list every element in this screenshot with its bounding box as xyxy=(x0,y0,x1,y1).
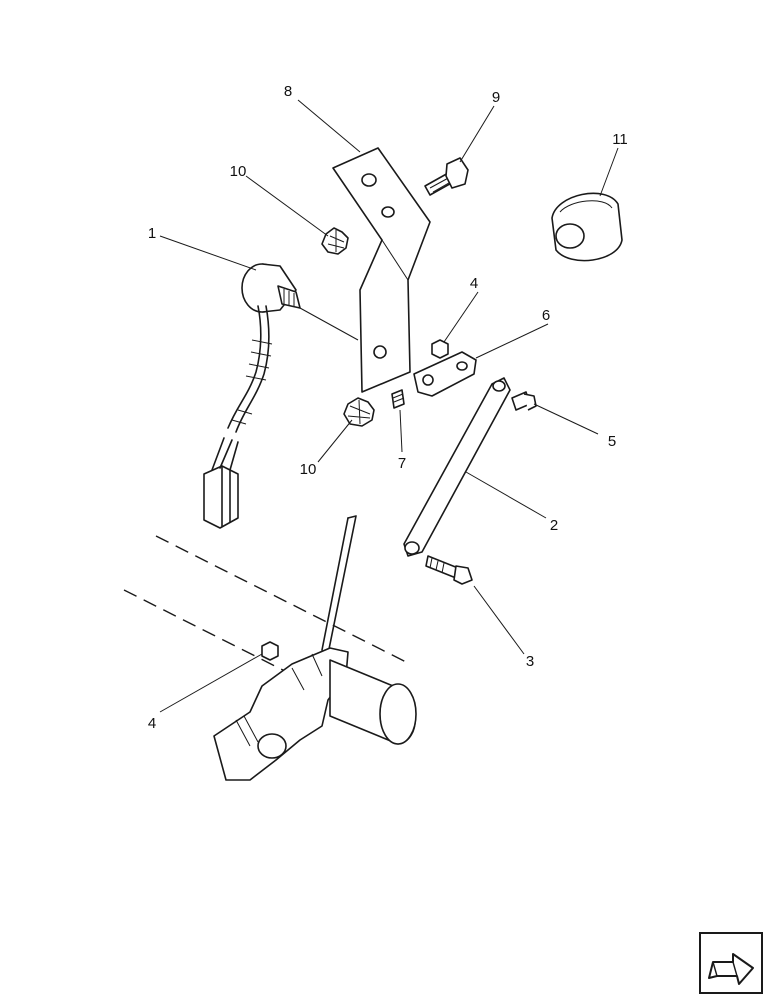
arrow-next-icon xyxy=(699,932,763,994)
set-screw xyxy=(391,389,405,409)
callout-5: 5 xyxy=(608,433,616,450)
callout-10b: 10 xyxy=(300,461,317,478)
small-nut-upper xyxy=(431,339,449,359)
callout-11: 11 xyxy=(612,131,628,148)
rubber-boot xyxy=(551,192,623,262)
lever-plate xyxy=(413,351,477,397)
screw-5 xyxy=(511,391,537,411)
callout-10a: 10 xyxy=(230,163,247,180)
callout-7: 7 xyxy=(398,455,406,472)
link-rod xyxy=(403,377,511,557)
mounting-bracket xyxy=(332,147,431,393)
pedal-arm-assembly xyxy=(123,515,417,781)
callout-8: 8 xyxy=(284,83,292,100)
callout-6: 6 xyxy=(542,307,550,324)
callout-4a: 4 xyxy=(470,275,478,292)
star-nut-lower xyxy=(343,397,375,427)
callout-3: 3 xyxy=(526,653,534,670)
sensor-with-harness xyxy=(203,263,359,529)
small-nut-lower xyxy=(261,641,279,661)
leader-lines xyxy=(159,99,619,713)
bolt-3 xyxy=(425,555,473,585)
callout-4b: 4 xyxy=(148,715,156,732)
star-nut-upper xyxy=(321,227,349,255)
callout-1: 1 xyxy=(148,225,156,242)
next-page-button[interactable] xyxy=(699,932,763,994)
callout-9: 9 xyxy=(492,89,500,106)
callout-2: 2 xyxy=(550,517,558,534)
bolt-9 xyxy=(424,157,469,196)
